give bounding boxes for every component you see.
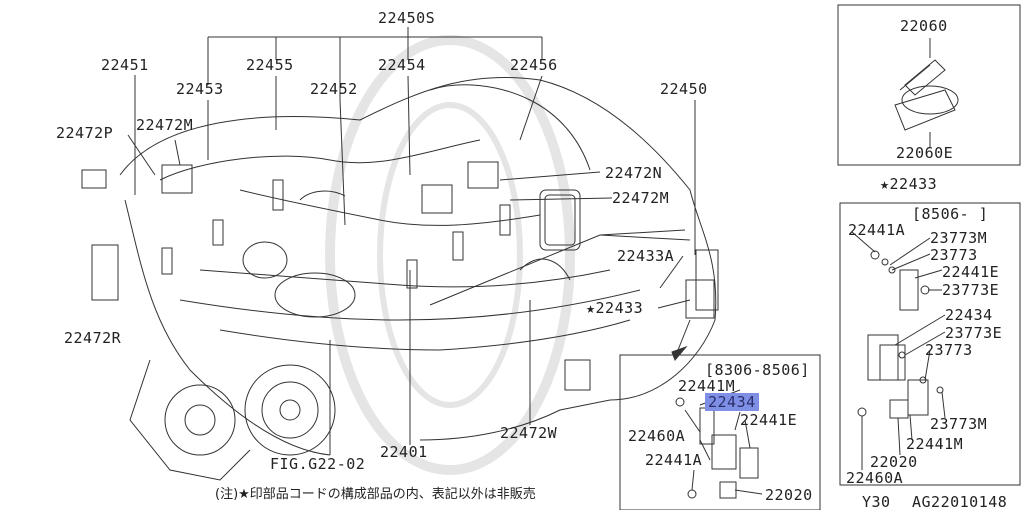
label-22020-right[interactable]: 22020 [870,453,918,471]
label-22456[interactable]: 22456 [510,56,558,74]
label-22441a-inset[interactable]: 22441A [645,451,703,469]
label-22450[interactable]: 22450 [660,80,708,98]
date-range-right: [8506- ] [912,205,989,223]
label-22450s[interactable]: 22450S [378,9,436,27]
box-22433 [839,202,1021,486]
label-23773m-right-1[interactable]: 23773M [930,229,988,247]
label-23773e-right-1[interactable]: 23773E [942,281,1000,299]
part-22433-drawing [851,231,946,470]
label-22451[interactable]: 22451 [101,56,149,74]
label-22472w[interactable]: 22472W [500,424,558,442]
label-22441a-right[interactable]: 22441A [848,221,906,239]
label-22454[interactable]: 22454 [378,56,426,74]
label-22433-main[interactable]: ★22433 [586,299,644,317]
inset-box [619,354,821,510]
label-22434-inset-highlighted[interactable]: 22434 [705,393,759,411]
label-22401[interactable]: 22401 [380,443,428,461]
label-22472m-left[interactable]: 22472M [136,116,194,134]
label-23773m-right-2[interactable]: 23773M [930,415,988,433]
label-22433-header[interactable]: ★22433 [880,175,938,193]
label-22472r[interactable]: 22472R [64,329,122,347]
label-22472n[interactable]: 22472N [605,164,663,182]
footnote: (注)★印部品コードの構成部品の内、表記以外は非販売 [215,487,536,502]
watermark-emblem [325,35,575,475]
label-22060e[interactable]: 22060E [896,144,954,162]
label-22452[interactable]: 22452 [310,80,358,98]
label-22441m-inset[interactable]: 22441M [678,377,736,395]
label-23773-right-1[interactable]: 23773 [930,246,978,264]
label-22433a[interactable]: 22433A [617,247,675,265]
box-22060 [837,4,1021,166]
label-22460a-right[interactable]: 22460A [846,469,904,487]
fig-reference[interactable]: FIG.G22-02 [270,455,366,473]
label-22453[interactable]: 22453 [176,80,224,98]
label-22441m-right[interactable]: 22441M [906,435,964,453]
date-range-inset: [8306-8506] [705,361,810,379]
label-22020-inset[interactable]: 22020 [765,486,813,504]
coil-parts [81,161,719,319]
label-22460a-inset[interactable]: 22460A [628,427,686,445]
drawing-code: AG22010148 [912,493,1008,510]
label-22441e-inset[interactable]: 22441E [740,411,798,429]
label-23773e-right-2[interactable]: 23773E [945,324,1003,342]
label-22455[interactable]: 22455 [246,56,294,74]
label-22472p[interactable]: 22472P [56,124,114,142]
label-22060[interactable]: 22060 [900,17,948,35]
part-22060-drawing [894,38,959,148]
label-22434-right[interactable]: 22434 [945,306,993,324]
engine-body [119,76,717,481]
label-22472m-right[interactable]: 22472M [612,189,670,207]
label-22441e-right[interactable]: 22441E [942,263,1000,281]
label-23773-right-2[interactable]: 23773 [925,341,973,359]
model-code: Y30 [862,493,891,510]
